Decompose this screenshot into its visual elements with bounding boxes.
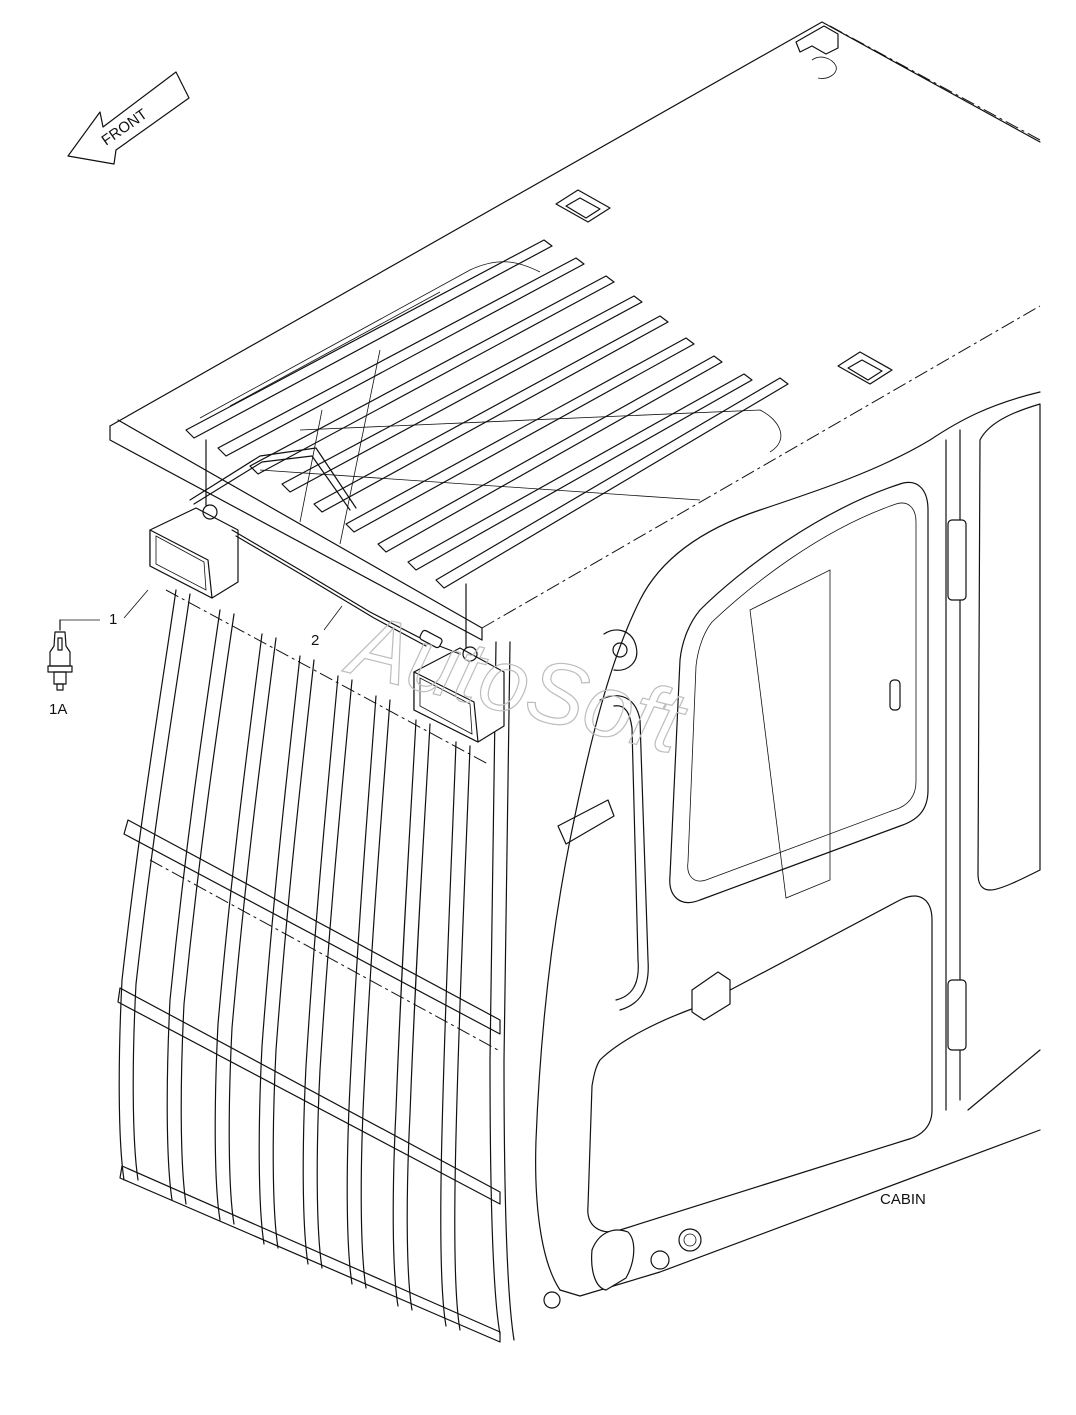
- roof-guard: [185, 239, 789, 589]
- cabin-label: CABIN: [880, 1191, 926, 1208]
- front-guard: [117, 589, 515, 1343]
- bulb-1a-label: 1A: [49, 701, 67, 718]
- cabin-body: [535, 391, 1041, 1309]
- front-arrow-label: FRONT: [99, 106, 151, 150]
- bulb-1a: 1A: [47, 619, 100, 718]
- cabin-roof: [109, 21, 1041, 641]
- callout-1-label: 1: [109, 611, 117, 628]
- callout-1: 1: [109, 589, 149, 628]
- work-light-right: [413, 583, 505, 743]
- callout-2-label: 2: [311, 632, 319, 649]
- front-arrow: FRONT: [67, 71, 190, 165]
- callout-2: 2: [311, 605, 343, 649]
- work-light-left: [149, 439, 239, 599]
- watermark: AutoSoft: [337, 593, 697, 773]
- wiring-harness: [189, 447, 461, 655]
